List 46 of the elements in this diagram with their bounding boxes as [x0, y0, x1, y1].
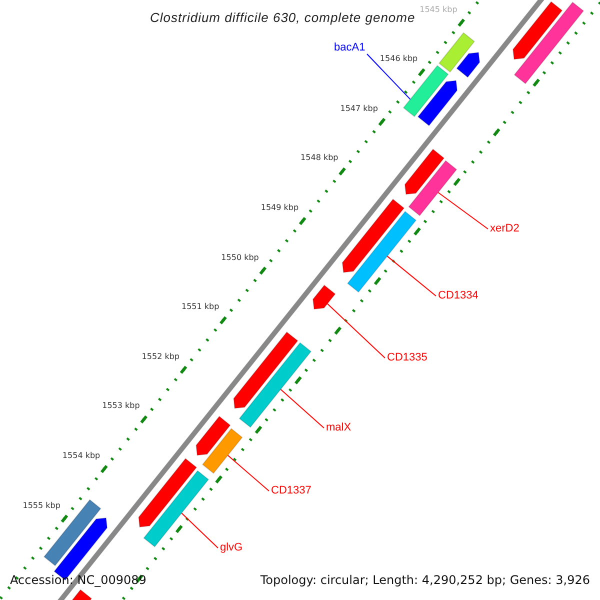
- gene-block: [202, 428, 243, 474]
- position-label: 1551 kbp: [181, 303, 220, 312]
- accession-text: Accession: NC_009089: [10, 574, 146, 586]
- position-label: 1554 kbp: [62, 452, 100, 460]
- gene-label: CD1335: [387, 352, 428, 364]
- gene-block: [342, 198, 405, 273]
- gene-block: [514, 2, 584, 84]
- position-label: 1549 kbp: [260, 204, 299, 212]
- gene-block: [43, 499, 102, 566]
- gene-label: CD1337: [271, 486, 312, 496]
- leader-line: [181, 512, 218, 548]
- position-label: 1546 kbp: [380, 55, 418, 64]
- gene-label: malX: [326, 422, 352, 434]
- gene-block: [138, 458, 198, 528]
- gene-label: xerD2: [490, 224, 520, 234]
- gene-block: [238, 342, 312, 428]
- map-title: Clostridium difficile 630, complete genome: [150, 10, 416, 25]
- position-label: 1553 kbp: [102, 402, 140, 410]
- leader-line: [326, 303, 386, 358]
- leader-line: [438, 192, 488, 230]
- gene-block: [456, 52, 480, 78]
- gene-block: [346, 210, 417, 293]
- position-label: 1548 kbp: [300, 154, 338, 162]
- leader-line: [280, 388, 324, 428]
- gene-block: [233, 331, 298, 409]
- leader-line: [366, 54, 411, 100]
- gene-block: [196, 416, 231, 456]
- gene-label: glvG: [220, 542, 243, 554]
- gene-block: [312, 284, 336, 310]
- gene-block: [143, 470, 210, 548]
- gene-label: CD1334: [438, 290, 478, 302]
- gene-block: [408, 160, 458, 216]
- position-label: 1545 kbp: [420, 6, 458, 14]
- position-label: 1550 kbp: [221, 254, 259, 262]
- leader-line: [227, 454, 270, 492]
- position-label: 1552 kbp: [142, 352, 180, 361]
- gene-block: [402, 64, 449, 118]
- gene-block: [417, 80, 458, 126]
- gene-label: bacA1: [334, 42, 366, 54]
- leader-line: [386, 256, 436, 296]
- gene-block: [512, 1, 563, 60]
- genome-info-text: Topology: circular; Length: 4,290,252 bp; Genes: 3,926: [260, 574, 590, 586]
- gene-block: [438, 32, 476, 73]
- gene-block: [404, 148, 445, 195]
- position-label: 1547 kbp: [340, 104, 378, 113]
- position-label: 1555 kbp: [22, 502, 60, 510]
